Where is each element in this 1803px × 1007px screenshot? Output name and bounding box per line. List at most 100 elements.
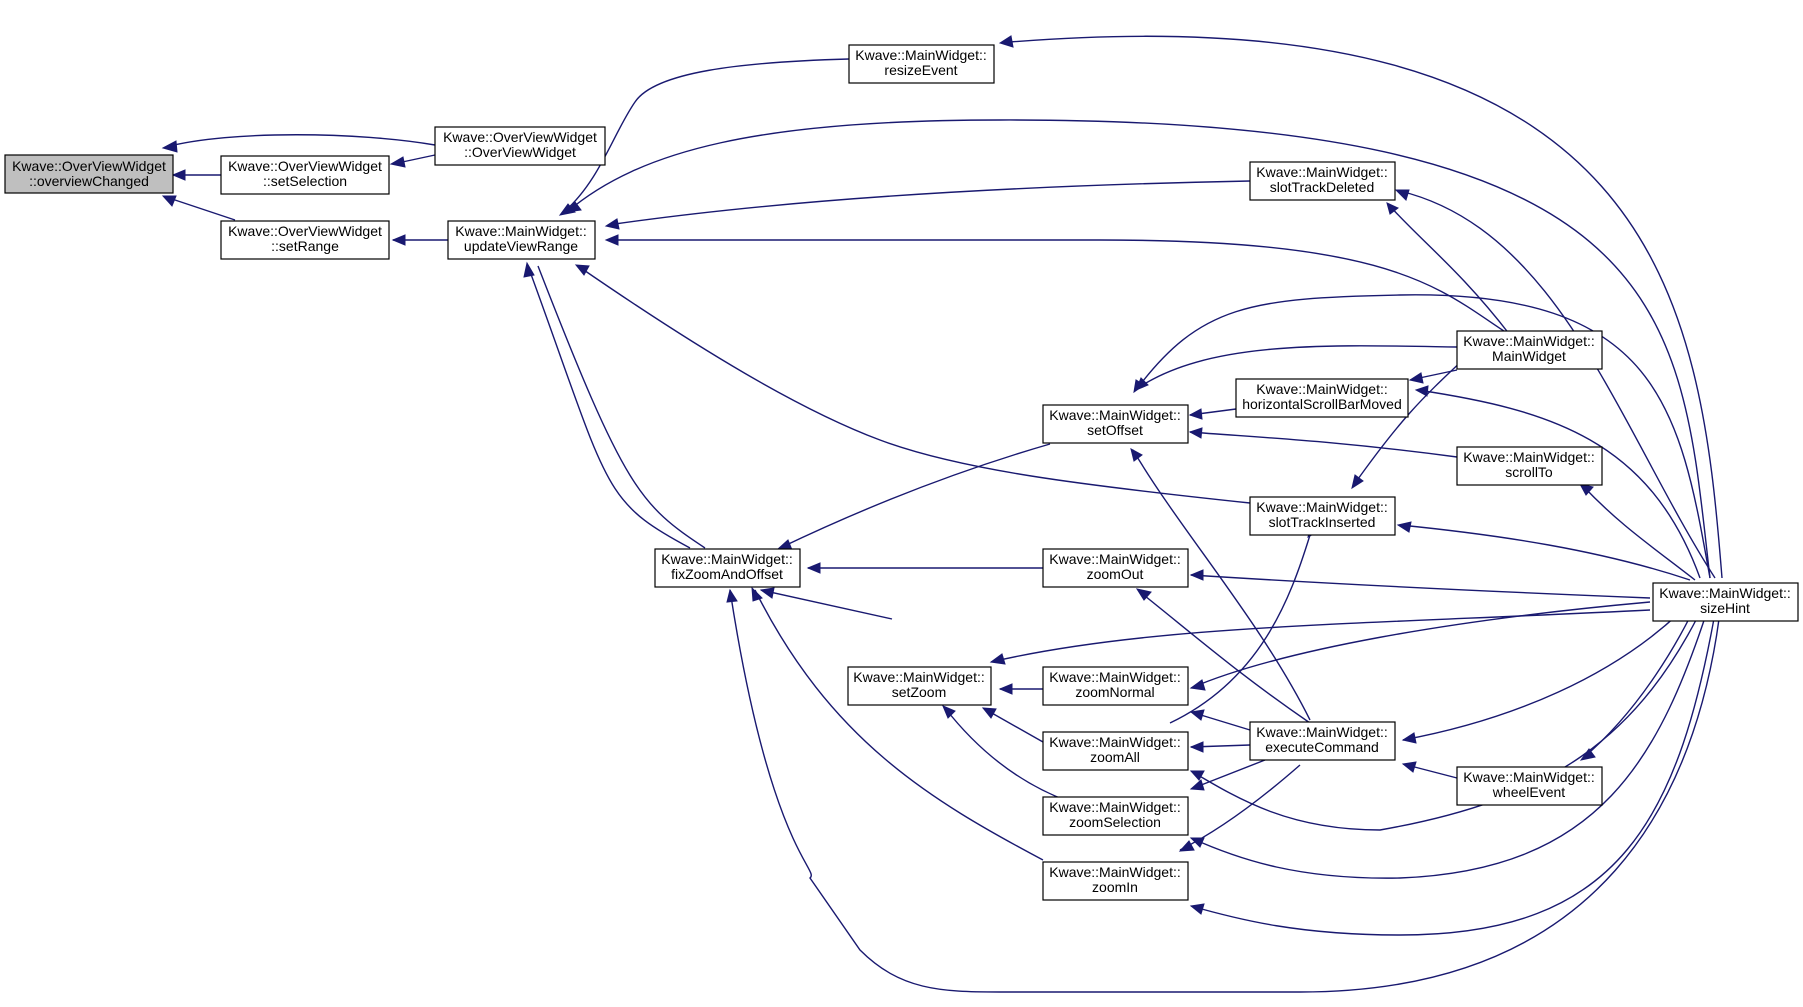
arrowhead — [1189, 741, 1204, 753]
arrowhead — [604, 234, 619, 246]
edge-executeCommand-zoomSelection — [1190, 759, 1266, 790]
node-sizeHint-line2: sizeHint — [1700, 600, 1750, 616]
node-fixZoomAndOffset-line2: fixZoomAndOffset — [671, 566, 783, 582]
node-setOffset[interactable]: Kwave::MainWidget:: setOffset — [1042, 404, 1189, 444]
arrowhead — [1401, 761, 1417, 773]
edge-sizeHint-zoomOut — [1190, 574, 1651, 599]
edge-sizeHint-slotTrackDeleted — [1399, 190, 1716, 579]
node-slotTrackDeleted-line2: slotTrackDeleted — [1270, 179, 1375, 195]
arrowhead — [1178, 840, 1195, 852]
node-overviewChanged[interactable]: Kwave::OverViewWidget ::overviewChanged — [4, 154, 174, 194]
arrowhead — [998, 35, 1014, 48]
edge-sizeHint-updateViewRange-a — [566, 119, 1711, 579]
arrowhead — [389, 156, 406, 168]
node-slotTrackInserted-line2: slotTrackInserted — [1269, 514, 1376, 530]
node-sizeHint[interactable]: Kwave::MainWidget:: sizeHint — [1652, 582, 1799, 622]
node-setRange-line1: Kwave::OverViewWidget — [228, 223, 382, 239]
edge-sizeHint-zoomAll — [1190, 595, 1709, 831]
node-updateViewRange-line2: updateViewRange — [464, 238, 578, 254]
arrowhead — [161, 140, 178, 153]
edge-setOffset-fixZoomAndOffset — [779, 443, 1051, 549]
arrowhead — [565, 201, 582, 213]
node-OverViewWidget-line2: ::OverViewWidget — [464, 144, 576, 160]
node-fixZoomAndOffset[interactable]: Kwave::MainWidget:: fixZoomAndOffset — [654, 548, 801, 588]
arrowhead — [1189, 903, 1205, 915]
node-setSelection[interactable]: Kwave::OverViewWidget ::setSelection — [220, 155, 390, 195]
node-resizeEvent-line1: Kwave::MainWidget:: — [855, 47, 987, 63]
arrowhead — [1135, 588, 1152, 601]
node-setOffset-line1: Kwave::MainWidget:: — [1049, 407, 1181, 423]
node-scrollTo[interactable]: Kwave::MainWidget:: scrollTo — [1456, 446, 1603, 486]
arrowhead — [759, 587, 775, 599]
node-zoomNormal[interactable]: Kwave::MainWidget:: zoomNormal — [1042, 666, 1189, 706]
edge-sizeHint-setOffset — [1135, 294, 1711, 579]
arrowhead — [989, 653, 1006, 665]
edge-executeCommand-zoomOut — [1139, 591, 1311, 724]
node-setZoom[interactable]: Kwave::MainWidget:: setZoom — [847, 666, 992, 706]
arrowhead — [161, 195, 177, 207]
arrowhead — [1130, 448, 1143, 462]
edge-sizeHint-zoomSelection — [1190, 595, 1713, 879]
node-wheelEvent[interactable]: Kwave::MainWidget:: wheelEvent — [1456, 766, 1603, 806]
arrowhead — [1189, 679, 1206, 691]
arrowhead — [171, 169, 186, 181]
node-slotTrackInserted[interactable]: Kwave::MainWidget:: slotTrackInserted — [1249, 496, 1396, 536]
arrowhead — [1189, 709, 1205, 721]
node-OverViewWidget-line1: Kwave::OverViewWidget — [443, 129, 597, 145]
edge-MainWidget-setOffset — [1137, 345, 1458, 389]
node-zoomSelection[interactable]: Kwave::MainWidget:: zoomSelection — [1042, 796, 1189, 836]
node-executeCommand[interactable]: Kwave::MainWidget:: executeCommand — [1249, 721, 1396, 761]
edge-OverViewWidget-overviewChanged — [165, 134, 436, 148]
arrowhead — [1579, 748, 1596, 761]
node-sizeHint-line1: Kwave::MainWidget:: — [1659, 585, 1791, 601]
edge-sizeHint-scrollTo — [1582, 485, 1696, 581]
arrowhead — [1189, 770, 1205, 781]
arrowhead — [942, 705, 956, 719]
edge-sizeHint-zoomNormal — [1190, 601, 1651, 689]
node-overviewChanged-line2: ::overviewChanged — [29, 173, 149, 189]
arrowhead — [1189, 569, 1204, 581]
arrowhead — [1188, 427, 1203, 439]
node-scrollTo-line1: Kwave::MainWidget:: — [1463, 449, 1595, 465]
node-MainWidget-line1: Kwave::MainWidget:: — [1463, 333, 1595, 349]
node-executeCommand-line1: Kwave::MainWidget:: — [1256, 724, 1388, 740]
node-updateViewRange[interactable]: Kwave::MainWidget:: updateViewRange — [447, 220, 596, 260]
arrowheads — [161, 35, 1596, 915]
node-MainWidget[interactable]: Kwave::MainWidget:: MainWidget — [1456, 330, 1603, 370]
arrowhead — [1408, 372, 1424, 384]
arrowhead — [981, 707, 997, 719]
node-zoomAll[interactable]: Kwave::MainWidget:: zoomAll — [1042, 731, 1189, 771]
node-resizeEvent[interactable]: Kwave::MainWidget:: resizeEvent — [848, 44, 995, 84]
node-zoomAll-line1: Kwave::MainWidget:: — [1049, 734, 1181, 750]
node-MainWidget-line2: MainWidget — [1492, 348, 1566, 364]
node-setRange-line2: ::setRange — [271, 238, 339, 254]
arrowhead — [1188, 408, 1203, 420]
edge-slotTrackInserted-updateViewRange — [577, 265, 1251, 504]
edge-executeCommand-zoomIn — [1179, 764, 1301, 851]
edge-MainWidget-updateViewRange — [608, 239, 1511, 336]
node-zoomIn[interactable]: Kwave::MainWidget:: zoomIn — [1042, 861, 1189, 901]
edge-resizeEvent-updateViewRange — [564, 58, 850, 212]
node-zoomSelection-line2: zoomSelection — [1069, 814, 1161, 830]
arrowhead — [998, 683, 1013, 695]
node-OverViewWidget[interactable]: Kwave::OverViewWidget ::OverViewWidget — [434, 126, 606, 166]
node-horizontalScrollBarMoved-line2: horizontalScrollBarMoved — [1242, 396, 1402, 412]
node-updateViewRange-line1: Kwave::MainWidget:: — [455, 223, 587, 239]
arrowhead — [1133, 379, 1145, 394]
arrowhead — [391, 234, 406, 246]
arrowhead — [523, 261, 535, 278]
edge-MainWidget-slotTrackInserted — [1352, 357, 1466, 487]
node-setSelection-line1: Kwave::OverViewWidget — [228, 158, 382, 174]
node-zoomOut[interactable]: Kwave::MainWidget:: zoomOut — [1042, 548, 1189, 588]
node-setRange[interactable]: Kwave::OverViewWidget ::setRange — [220, 220, 390, 260]
node-slotTrackDeleted[interactable]: Kwave::MainWidget:: slotTrackDeleted — [1249, 161, 1396, 201]
edge-sizeHint-executeCommand — [1402, 591, 1701, 741]
node-setSelection-line2: ::setSelection — [263, 173, 347, 189]
edge-zoomIn-fixZoomAndOffset — [754, 589, 1044, 861]
arrowhead — [806, 562, 821, 574]
arrowhead — [1386, 202, 1399, 215]
arrowhead — [1351, 474, 1364, 490]
arrowhead — [1401, 732, 1417, 744]
node-wheelEvent-line1: Kwave::MainWidget:: — [1463, 769, 1595, 785]
node-horizontalScrollBarMoved[interactable]: Kwave::MainWidget:: horizontalScrollBarM… — [1235, 378, 1409, 418]
